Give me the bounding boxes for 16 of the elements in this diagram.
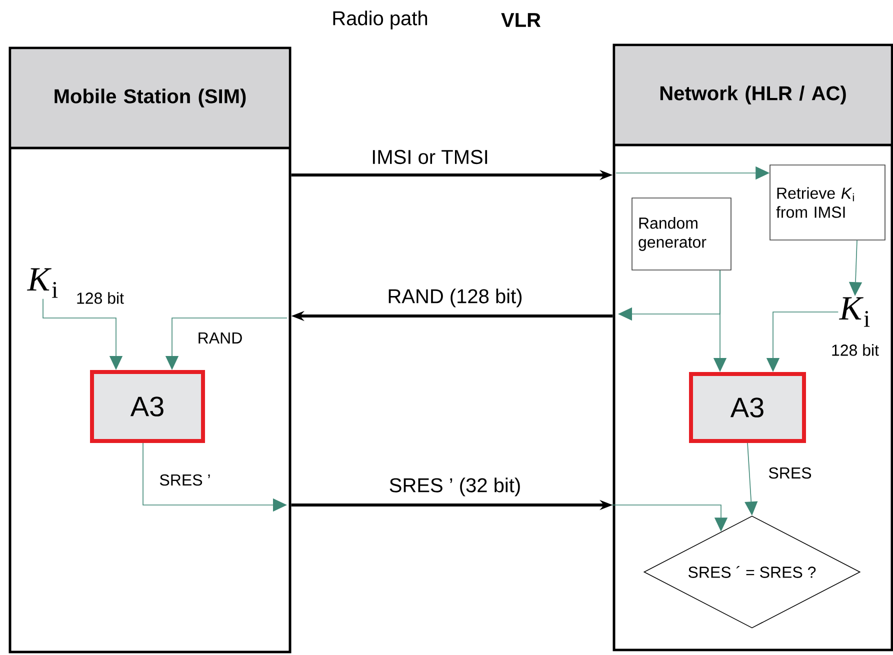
bit-length-label: 128 bit — [77, 292, 124, 304]
edge-label: SRES ’ — [158, 473, 212, 487]
algorithm-box: A3 — [689, 372, 806, 443]
edge-label: RAND (128 bit) — [386, 288, 524, 308]
edge-label: RAND — [196, 332, 244, 344]
heading-label: Radio path — [333, 10, 428, 30]
algorithm-box: A3 — [90, 370, 205, 443]
edge-label: IMSI or TMSI — [370, 148, 490, 166]
process-box: Retrieve K$_{i}$ from IMSI — [770, 164, 886, 240]
edge-label: SRES — [767, 466, 813, 480]
bit-length-label: 128 bit — [832, 344, 879, 356]
heading-label: VLR — [501, 13, 541, 27]
process-box: Random generator — [632, 198, 732, 270]
edge-label: SRES ’ (32 bit) — [388, 476, 522, 498]
key-symbol: K$_{i}$ — [838, 297, 870, 327]
key-symbol: K$_{i}$ — [27, 268, 58, 298]
